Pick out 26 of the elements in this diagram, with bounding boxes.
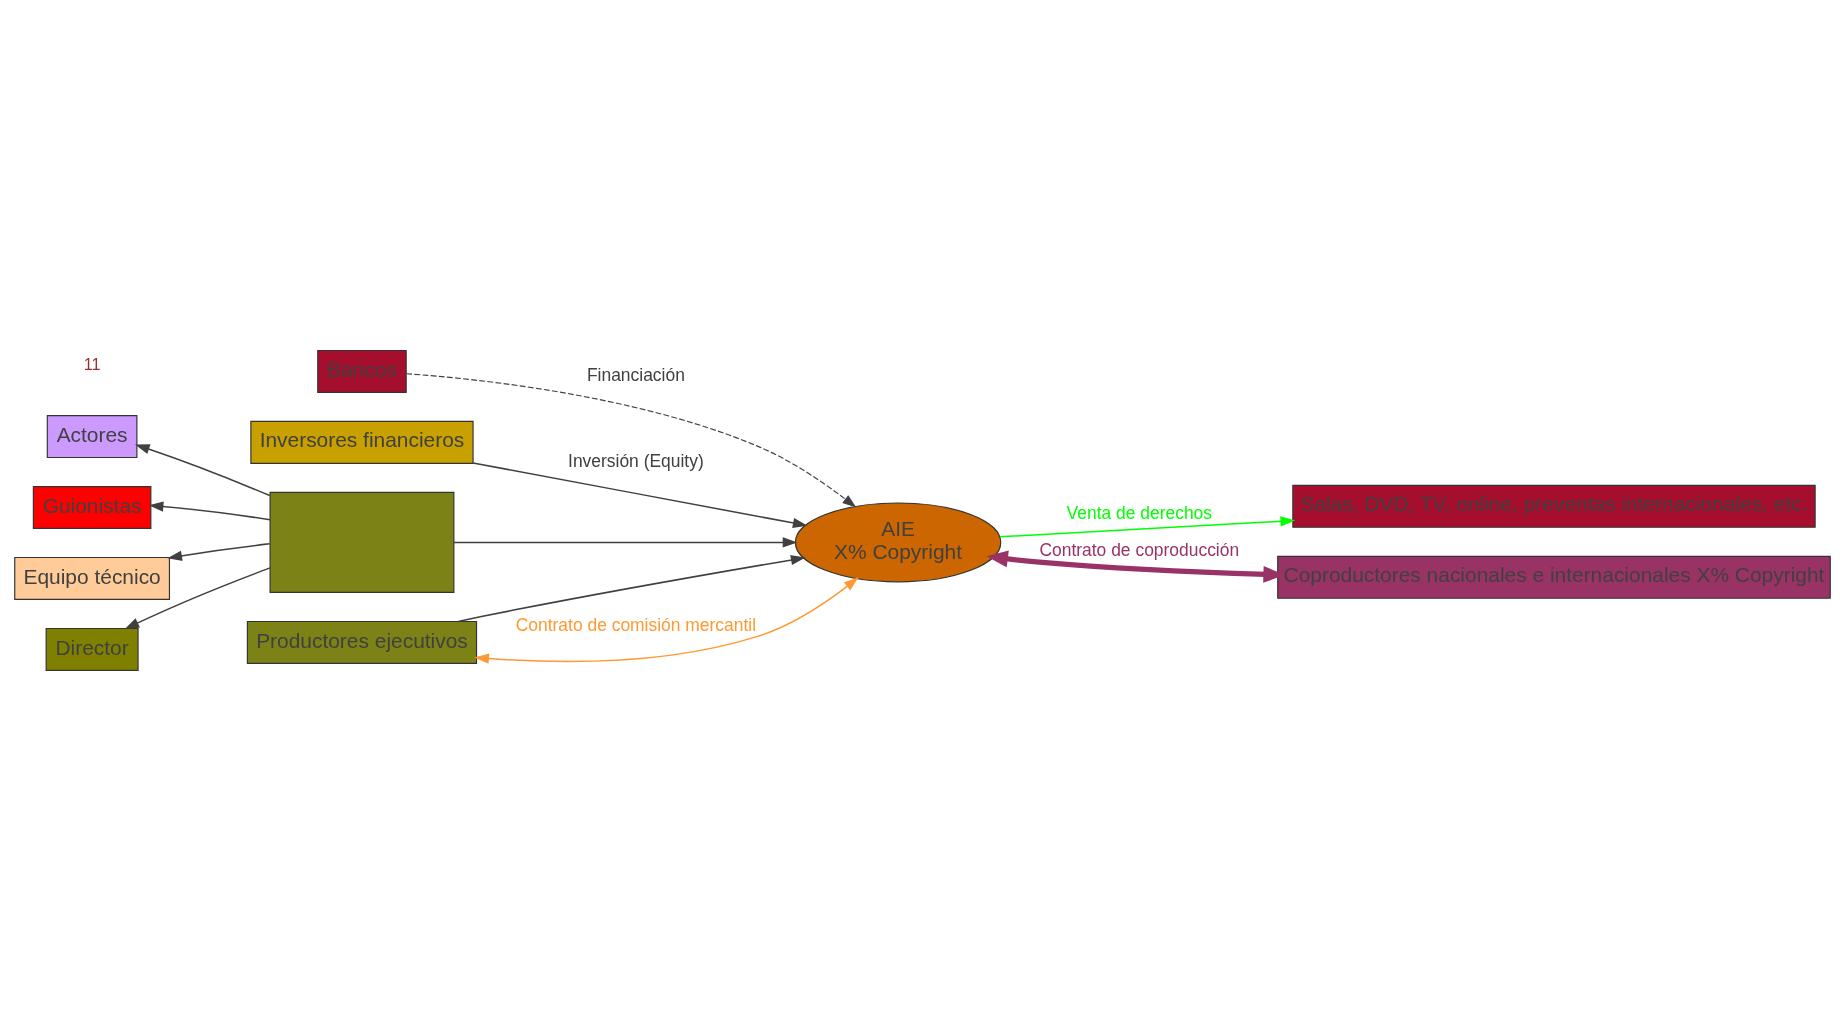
arrow [134, 444, 271, 497]
arrow [148, 501, 271, 521]
edge-label: Contrato de comisión mercantil [515, 614, 757, 635]
node-box: Productores ejecutivos [246, 620, 478, 664]
node-box [269, 491, 455, 593]
arrow [457, 554, 806, 623]
arrow [999, 516, 1296, 538]
arrow [167, 543, 271, 561]
arrow [474, 577, 859, 664]
node-box: Salas, DVD, TV, online, preventas internacionales, etc. [1292, 484, 1816, 528]
node-box: Actores [46, 415, 138, 459]
node-box: Inversores financieros [250, 420, 474, 464]
node-box: Bancos [317, 349, 407, 393]
node-box: Coproductores nacionales e internacionales X% Copyright [1277, 555, 1831, 599]
arrow [472, 462, 808, 528]
edge-label: Contrato de coproducción [1039, 540, 1240, 561]
arrow [453, 537, 798, 548]
label: 11 [83, 354, 101, 373]
arrow [405, 373, 857, 508]
node-box: Director [45, 627, 139, 671]
node-box: Guionistas [32, 486, 152, 530]
edge-label: Venta de derechos [1066, 503, 1213, 524]
edge-label: Financiación [586, 364, 685, 385]
node-box: Equipo técnico [14, 556, 171, 600]
edge-label: Inversión (Equity) [568, 450, 704, 471]
arrow [124, 567, 271, 630]
